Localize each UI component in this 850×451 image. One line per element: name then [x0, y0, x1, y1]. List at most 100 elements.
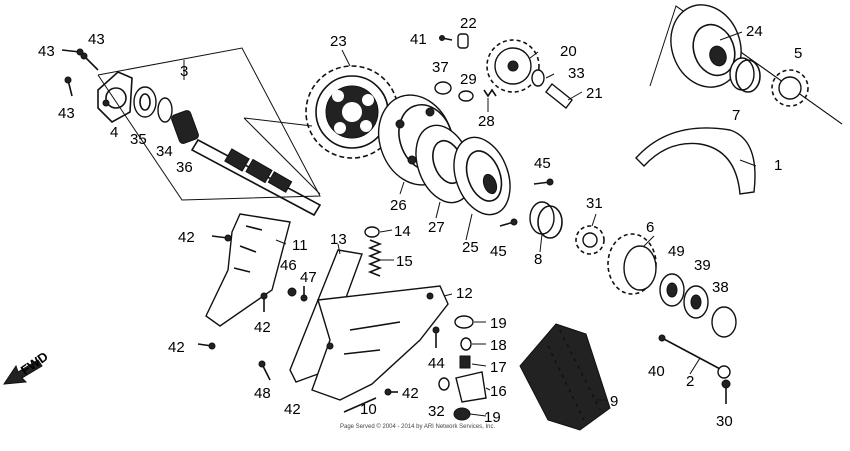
fwd-label: FWD: [18, 349, 51, 378]
washer-34: [157, 97, 173, 123]
label-18: 18: [490, 337, 507, 354]
copyright-notice: Page Served © 2004 - 2014 by ARI Network…: [340, 423, 495, 430]
bolt-30: [721, 379, 731, 404]
label-12: 12: [456, 285, 473, 302]
label-11: 11: [292, 237, 308, 254]
roller-37-29-28: [434, 81, 497, 102]
label-33: 33: [568, 65, 585, 82]
bearing-39: [683, 285, 709, 319]
label-25: 25: [462, 239, 479, 256]
label-45-b: 45: [490, 243, 507, 260]
cap-19-top: [454, 315, 474, 329]
bolt-42-bottom: [384, 388, 398, 396]
clip-18: [460, 337, 472, 351]
gear-31: [575, 225, 605, 255]
fwd-indicator: FWD: [3, 349, 51, 385]
label-5: 5: [794, 45, 802, 62]
label-42-a: 42: [178, 229, 195, 246]
label-22: 22: [460, 15, 477, 32]
footrest-bracket-12: [311, 285, 449, 401]
pin-22-41: [439, 33, 469, 49]
label-47: 47: [300, 269, 317, 286]
label-43-c: 43: [58, 105, 75, 122]
label-32: 32: [428, 403, 445, 420]
bolt-45-upper: [533, 178, 554, 186]
label-41: 41: [410, 31, 427, 48]
label-29: 29: [460, 71, 477, 88]
leader-lines: [183, 31, 757, 417]
label-31: 31: [586, 195, 603, 212]
label-34: 34: [156, 143, 173, 160]
label-1: 1: [774, 157, 782, 174]
label-10: 10: [360, 401, 377, 418]
label-43-a: 43: [38, 43, 55, 60]
label-7: 7: [732, 107, 740, 124]
label-14: 14: [394, 223, 411, 240]
label-42-e: 42: [284, 401, 301, 418]
shaft-assembly-outline: [97, 47, 321, 201]
label-44: 44: [428, 355, 445, 372]
label-36: 36: [176, 159, 193, 176]
bracket-16: [455, 371, 487, 403]
label-26: 26: [390, 197, 407, 214]
parts-46-47: [287, 286, 308, 302]
label-27: 27: [428, 219, 445, 236]
label-28: 28: [478, 113, 495, 130]
chain-9: [519, 323, 611, 431]
label-2: 2: [686, 373, 694, 390]
bracket-11: [205, 213, 291, 327]
label-43-b: 43: [88, 31, 105, 48]
label-6: 6: [646, 219, 654, 236]
bearing-49: [659, 273, 685, 307]
spring-17: [459, 355, 471, 369]
label-49: 49: [668, 243, 685, 260]
label-35: 35: [130, 131, 147, 148]
label-19-a: 19: [490, 315, 507, 332]
label-24: 24: [746, 23, 763, 40]
guard-1: [635, 127, 756, 195]
label-45-a: 45: [534, 155, 551, 172]
label-21: 21: [586, 85, 603, 102]
bolt-43-top: [61, 48, 99, 97]
spring-15: [364, 226, 383, 277]
spring-7: [729, 57, 761, 93]
label-16: 16: [490, 383, 507, 400]
label-48: 48: [254, 385, 271, 402]
bearing-35: [133, 86, 157, 118]
bolt-45-lower: [499, 218, 518, 227]
label-4: 4: [110, 124, 118, 141]
label-46: 46: [280, 257, 297, 274]
flange-25: [453, 136, 511, 216]
spring-8: [529, 201, 563, 239]
clutch-outer-24: [670, 4, 742, 88]
label-30: 30: [716, 413, 733, 430]
label-42-b: 42: [254, 319, 271, 336]
label-9: 9: [610, 393, 618, 410]
label-39: 39: [694, 257, 711, 274]
label-37: 37: [432, 59, 449, 76]
fwd-arrow-icon: [3, 359, 43, 385]
label-17: 17: [490, 359, 507, 376]
countershaft: [190, 138, 322, 217]
cap-19-bottom: [453, 407, 471, 421]
label-19-b: 19: [484, 409, 501, 426]
bolt-42-left: [197, 234, 268, 350]
label-8: 8: [534, 251, 542, 268]
drive-sprocket-20: [486, 39, 540, 93]
bolt-44-48: [258, 326, 440, 381]
label-3: 3: [180, 63, 188, 80]
seal-38: [711, 306, 737, 338]
part-number-labels: 43 43 43 3 4 35 34 36 23 41 22 20 37 29 …: [38, 15, 802, 430]
label-42-c: 42: [168, 339, 185, 356]
pin-10: [343, 397, 377, 413]
label-42-d: 42: [402, 385, 419, 402]
label-38: 38: [712, 279, 729, 296]
shaft-holder-4: [97, 71, 133, 123]
rod-2: [658, 334, 731, 379]
label-20: 20: [560, 43, 577, 60]
gear-5: [771, 69, 809, 107]
label-23: 23: [330, 33, 347, 50]
collar-33-21: [531, 69, 573, 109]
label-15: 15: [396, 253, 413, 270]
